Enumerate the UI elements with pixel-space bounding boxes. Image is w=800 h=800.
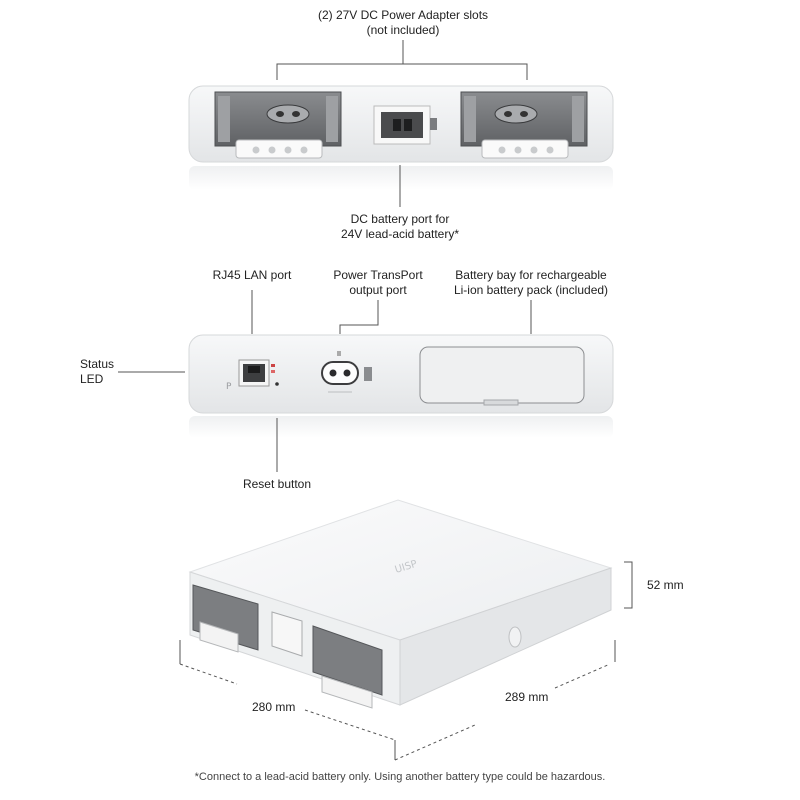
label-line: Status bbox=[80, 357, 115, 371]
label-line: Battery bay for rechargeable bbox=[455, 268, 607, 282]
leader-line bbox=[276, 63, 528, 80]
footnote: *Connect to a lead-acid battery only. Us… bbox=[194, 771, 606, 783]
dimension-line-width bbox=[179, 663, 238, 685]
power-symbol-label: P bbox=[226, 382, 232, 392]
battery-bay bbox=[419, 346, 585, 406]
label-line: Li-ion battery pack (included) bbox=[453, 283, 609, 297]
transport-output-port bbox=[321, 351, 372, 393]
callout-dc-battery-port: DC battery port for 24V lead-acid batter… bbox=[320, 212, 480, 242]
label-line: output port bbox=[349, 283, 407, 297]
label-line: 24V lead-acid battery* bbox=[340, 227, 460, 241]
label-line: Reset button bbox=[242, 477, 312, 491]
front-view: P bbox=[118, 290, 614, 472]
label-line: (not included) bbox=[366, 23, 440, 37]
callout-rj45-lan-port: RJ45 LAN port bbox=[196, 268, 308, 283]
label-line: (2) 27V DC Power Adapter slots bbox=[317, 8, 489, 22]
status-led: P bbox=[226, 382, 232, 392]
callout-reset-button: Reset button bbox=[227, 477, 327, 492]
side-latch bbox=[508, 626, 522, 648]
dc-battery-port bbox=[373, 105, 437, 145]
dimension-depth-label: 289 mm bbox=[505, 690, 549, 704]
dimension-line-depth bbox=[554, 663, 611, 689]
device-right-face bbox=[399, 567, 612, 706]
callout-adapter-slots: (2) 27V DC Power Adapter slots (not incl… bbox=[300, 8, 506, 38]
dimension-width-label: 280 mm bbox=[252, 700, 296, 714]
dimension-height-label: 52 mm bbox=[647, 578, 684, 592]
isometric-view: UISP bbox=[179, 499, 633, 761]
reflection bbox=[189, 416, 613, 438]
callout-battery-bay: Battery bay for rechargeable Li-ion batt… bbox=[445, 268, 617, 298]
reflection bbox=[189, 166, 613, 190]
dimension-line-height bbox=[624, 561, 633, 609]
rear-view bbox=[188, 40, 614, 207]
dimension-line-width bbox=[304, 709, 396, 741]
label-line: RJ45 LAN port bbox=[212, 268, 292, 282]
callout-transport-output: Power TransPort output port bbox=[323, 268, 433, 298]
adapter-slot-right bbox=[460, 91, 588, 159]
callout-status-led: Status LED bbox=[80, 357, 114, 387]
rj45-port bbox=[238, 359, 275, 387]
label-line: DC battery port for bbox=[350, 212, 450, 226]
label-line: LED bbox=[80, 372, 104, 386]
leader-line bbox=[339, 300, 379, 334]
dc-battery-port bbox=[271, 611, 303, 657]
label-line: Power TransPort bbox=[333, 268, 423, 282]
reset-button bbox=[275, 382, 279, 386]
adapter-slot-right bbox=[312, 625, 383, 696]
adapter-slot-left bbox=[214, 91, 342, 159]
dimension-line-depth bbox=[394, 724, 476, 761]
